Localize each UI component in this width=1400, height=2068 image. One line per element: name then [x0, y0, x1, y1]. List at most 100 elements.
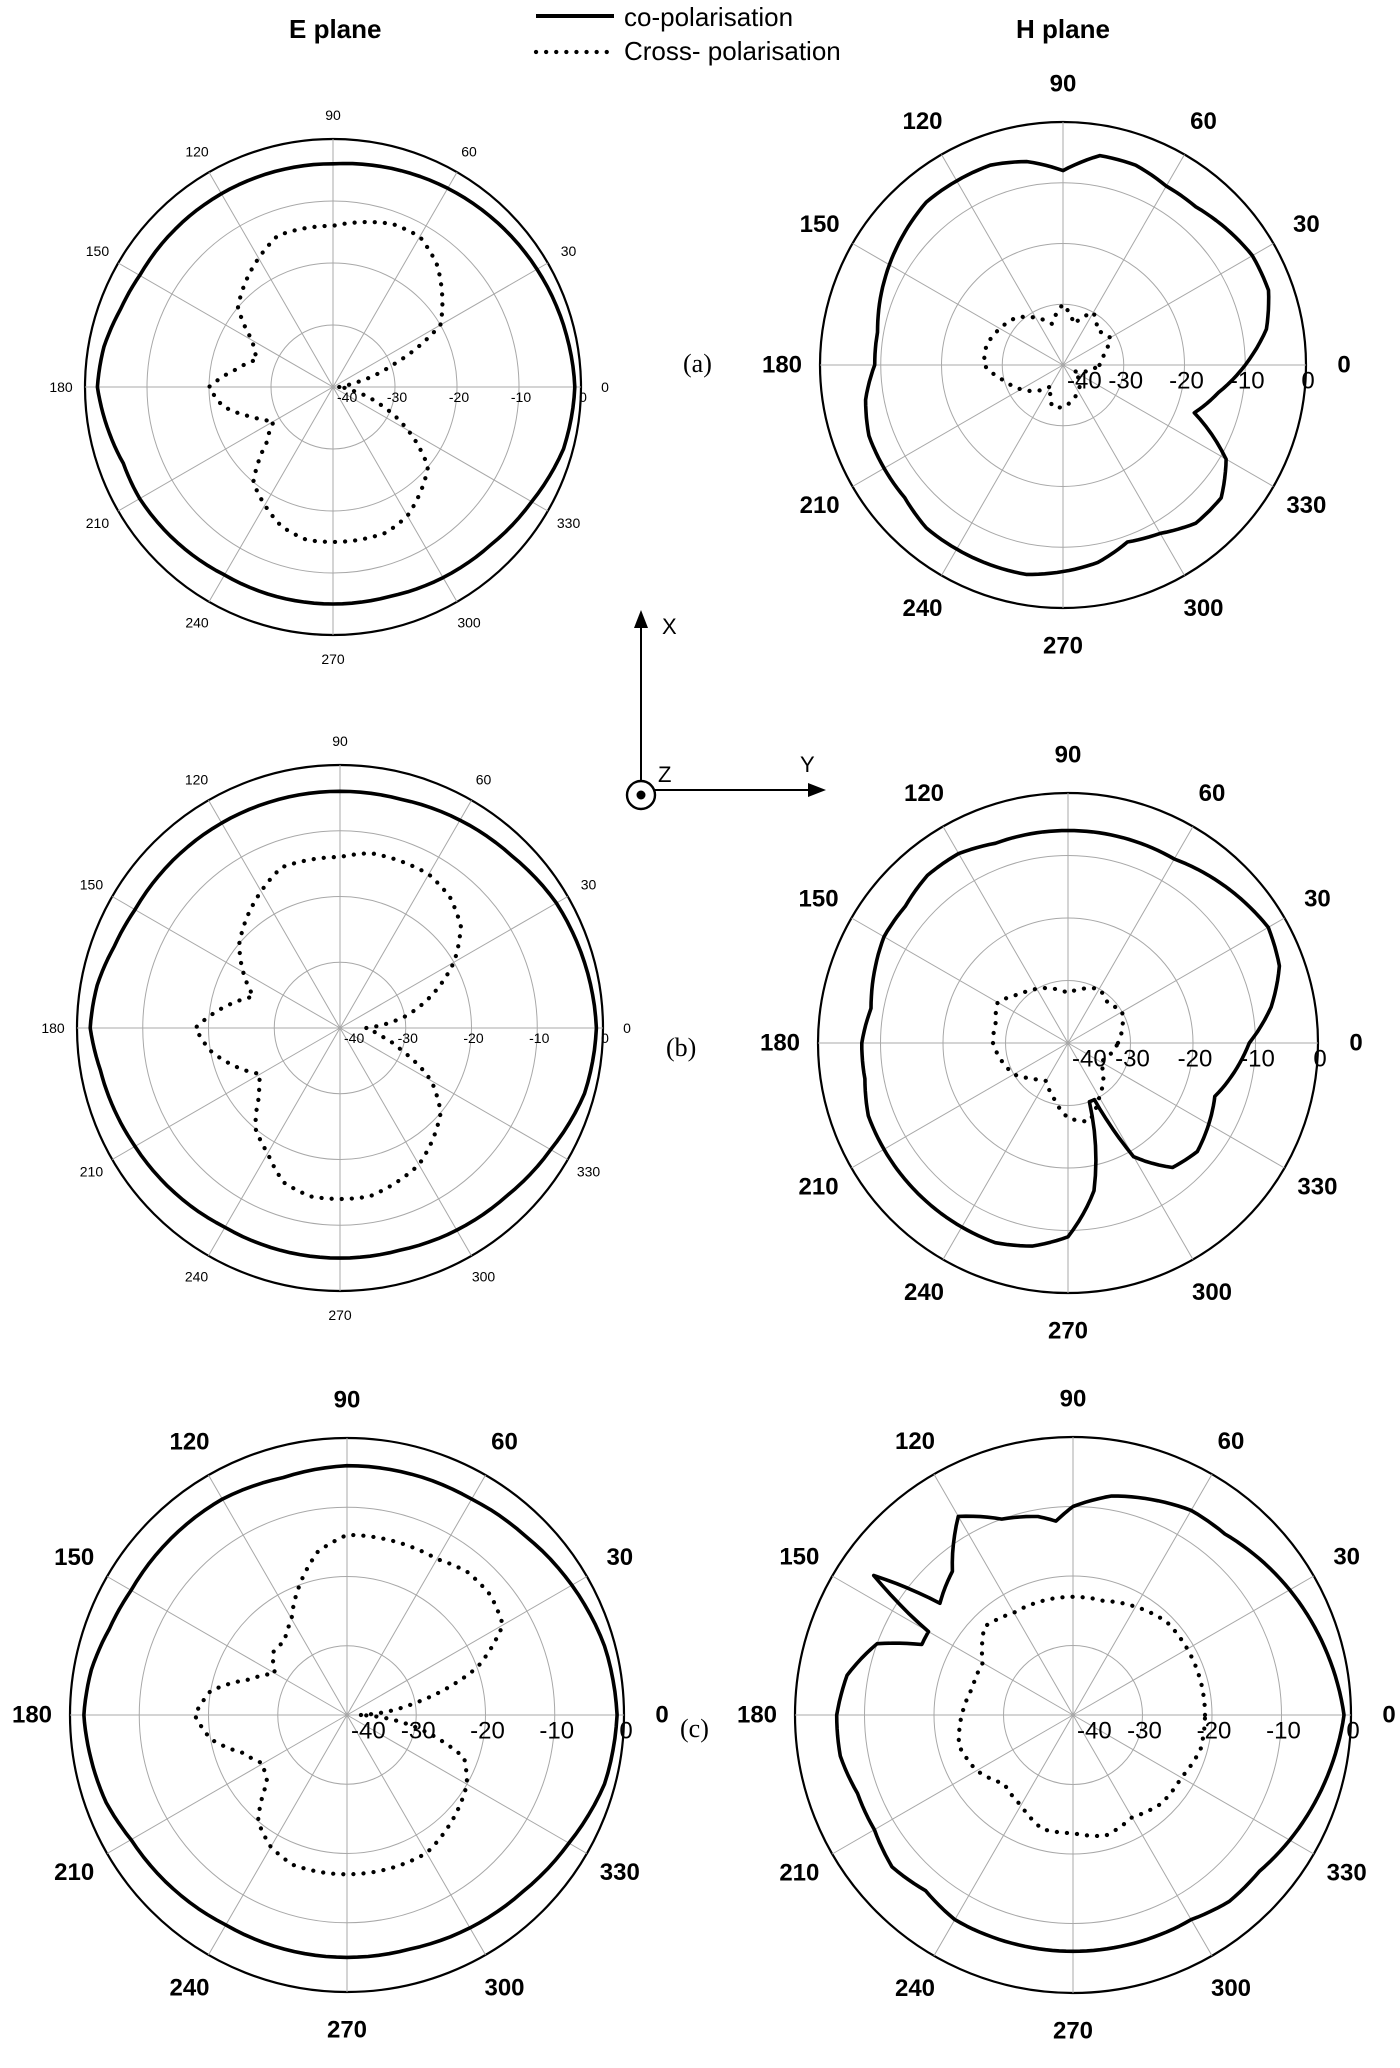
angle-tick-label-30: 30	[606, 1544, 633, 1571]
grid-spoke-30	[339, 896, 569, 1029]
angle-tick-label-330: 330	[1286, 492, 1326, 519]
grid-spoke-240	[941, 364, 1064, 576]
grid-spoke-30	[1072, 1575, 1315, 1716]
radial-tick-label--10: -10	[539, 1718, 574, 1745]
co-polarisation-series-b-h	[860, 828, 1282, 1248]
angle-tick-label-60: 60	[491, 1429, 518, 1456]
cross-polarisation-series-a-e	[206, 219, 445, 545]
y-axis-letter: Y	[800, 752, 815, 777]
grid-spoke-150	[852, 243, 1064, 366]
co-polarisation-series-c-e	[82, 1463, 619, 1960]
grid-spoke-300	[339, 1027, 472, 1257]
radial-tick-label--20: -20	[449, 389, 469, 405]
radial-tick-label--30: -30	[1115, 1046, 1150, 1073]
angle-tick-label-90: 90	[1060, 1386, 1087, 1413]
angle-tick-label-210: 210	[80, 1164, 104, 1180]
angle-tick-label-90: 90	[334, 1387, 361, 1414]
h-plane-title: H plane	[1016, 14, 1110, 44]
grid-spoke-300	[332, 386, 458, 603]
radial-tick-label--20: -20	[470, 1718, 505, 1745]
angle-tick-label-210: 210	[86, 515, 110, 531]
angle-tick-label-90: 90	[1050, 71, 1077, 98]
grid-spoke-60	[332, 171, 458, 388]
angle-tick-label-0: 0	[655, 1702, 668, 1729]
radial-tick-label-0: 0	[1301, 368, 1314, 395]
grid-spoke-210	[111, 1027, 341, 1160]
grid-spoke-330	[346, 1714, 588, 1854]
cross-polarisation-series-c-h	[956, 1594, 1208, 1839]
grid-spoke-60	[1072, 1473, 1213, 1716]
angle-tick-label-210: 210	[779, 1860, 819, 1887]
angle-tick-label-150: 150	[80, 877, 104, 893]
legend-co-label: co-polarisation	[624, 2, 794, 32]
radial-tick-label--20: -20	[1178, 1046, 1213, 1073]
cross-polarisation-series-b-e	[193, 851, 463, 1202]
angle-tick-label-240: 240	[904, 1279, 944, 1306]
row-label-b: (b)	[666, 1033, 697, 1062]
angle-tick-label-270: 270	[1043, 633, 1083, 660]
grid-spoke-150	[851, 917, 1069, 1044]
co-polarisation-series-c-h	[834, 1494, 1346, 1954]
co-polarisation-series-b-e	[88, 789, 599, 1260]
angle-tick-label-180: 180	[49, 379, 73, 395]
angle-tick-label-150: 150	[800, 211, 840, 238]
angle-tick-label-210: 210	[54, 1859, 94, 1886]
grid-spoke-120	[933, 1473, 1074, 1716]
co-polarisation-series-a-e	[95, 161, 577, 606]
x-axis-letter: X	[662, 614, 677, 639]
grid-spoke-210	[851, 1042, 1069, 1169]
angle-tick-label-330: 330	[1327, 1860, 1367, 1887]
grid-spoke-210	[117, 386, 334, 512]
radial-tick-label--10: -10	[511, 389, 531, 405]
angle-tick-label-240: 240	[169, 1974, 209, 2001]
legend-cross-label: Cross- polarisation	[624, 36, 841, 66]
angle-tick-label-180: 180	[41, 1020, 65, 1036]
y-axis-arrowhead	[808, 783, 826, 797]
angle-tick-label-0: 0	[1337, 352, 1350, 379]
z-axis-letter: Z	[658, 762, 672, 787]
angle-tick-label-0: 0	[1382, 1702, 1395, 1729]
grid-spoke-120	[208, 171, 334, 388]
angle-tick-label-90: 90	[325, 107, 341, 123]
angle-tick-label-210: 210	[799, 1174, 839, 1201]
angle-tick-label-300: 300	[1211, 1975, 1251, 2002]
angle-tick-label-300: 300	[472, 1269, 496, 1285]
radial-tick-label--30: -30	[398, 1030, 418, 1046]
angle-tick-label-270: 270	[328, 1307, 352, 1323]
angle-tick-label-30: 30	[1333, 1544, 1360, 1571]
z-axis-dot	[636, 790, 646, 800]
radial-tick-label-0: 0	[579, 389, 587, 405]
angle-tick-label-330: 330	[577, 1164, 601, 1180]
grid-spoke-330	[1072, 1714, 1315, 1855]
angle-tick-label-60: 60	[1190, 108, 1217, 135]
cross-polarisation-series-c-e	[192, 1532, 505, 1877]
angle-tick-label-60: 60	[476, 771, 492, 787]
angle-tick-label-150: 150	[799, 886, 839, 913]
angle-tick-label-240: 240	[185, 615, 209, 631]
angle-tick-label-150: 150	[779, 1544, 819, 1571]
angle-tick-label-0: 0	[601, 379, 609, 395]
grid-spoke-60	[346, 1474, 486, 1716]
angle-tick-label-270: 270	[1053, 2018, 1093, 2045]
radial-tick-label--40: -40	[351, 1718, 386, 1745]
radial-tick-label--20: -20	[1169, 368, 1204, 395]
grid-spoke-240	[208, 1714, 348, 1956]
e-plane-title: E plane	[289, 14, 382, 44]
angle-tick-label-60: 60	[461, 143, 477, 159]
radial-tick-label--10: -10	[1266, 1718, 1301, 1745]
angle-tick-label-330: 330	[1297, 1174, 1337, 1201]
radial-tick-label--10: -10	[529, 1030, 549, 1046]
angle-tick-label-300: 300	[484, 1974, 524, 2001]
angle-tick-label-120: 120	[902, 108, 942, 135]
angle-tick-label-90: 90	[1055, 742, 1082, 769]
angle-tick-label-120: 120	[185, 771, 209, 787]
polar-chart-c-h: 0306090120150180210240270300330-40-30-20…	[737, 1386, 1396, 2045]
angle-tick-label-300: 300	[1192, 1279, 1232, 1306]
angle-tick-label-270: 270	[327, 2017, 367, 2044]
angle-tick-label-60: 60	[1218, 1428, 1245, 1455]
angle-tick-label-120: 120	[895, 1428, 935, 1455]
angle-tick-label-0: 0	[1349, 1030, 1362, 1057]
angle-tick-label-120: 120	[904, 780, 944, 807]
grid-spoke-210	[831, 1714, 1074, 1855]
